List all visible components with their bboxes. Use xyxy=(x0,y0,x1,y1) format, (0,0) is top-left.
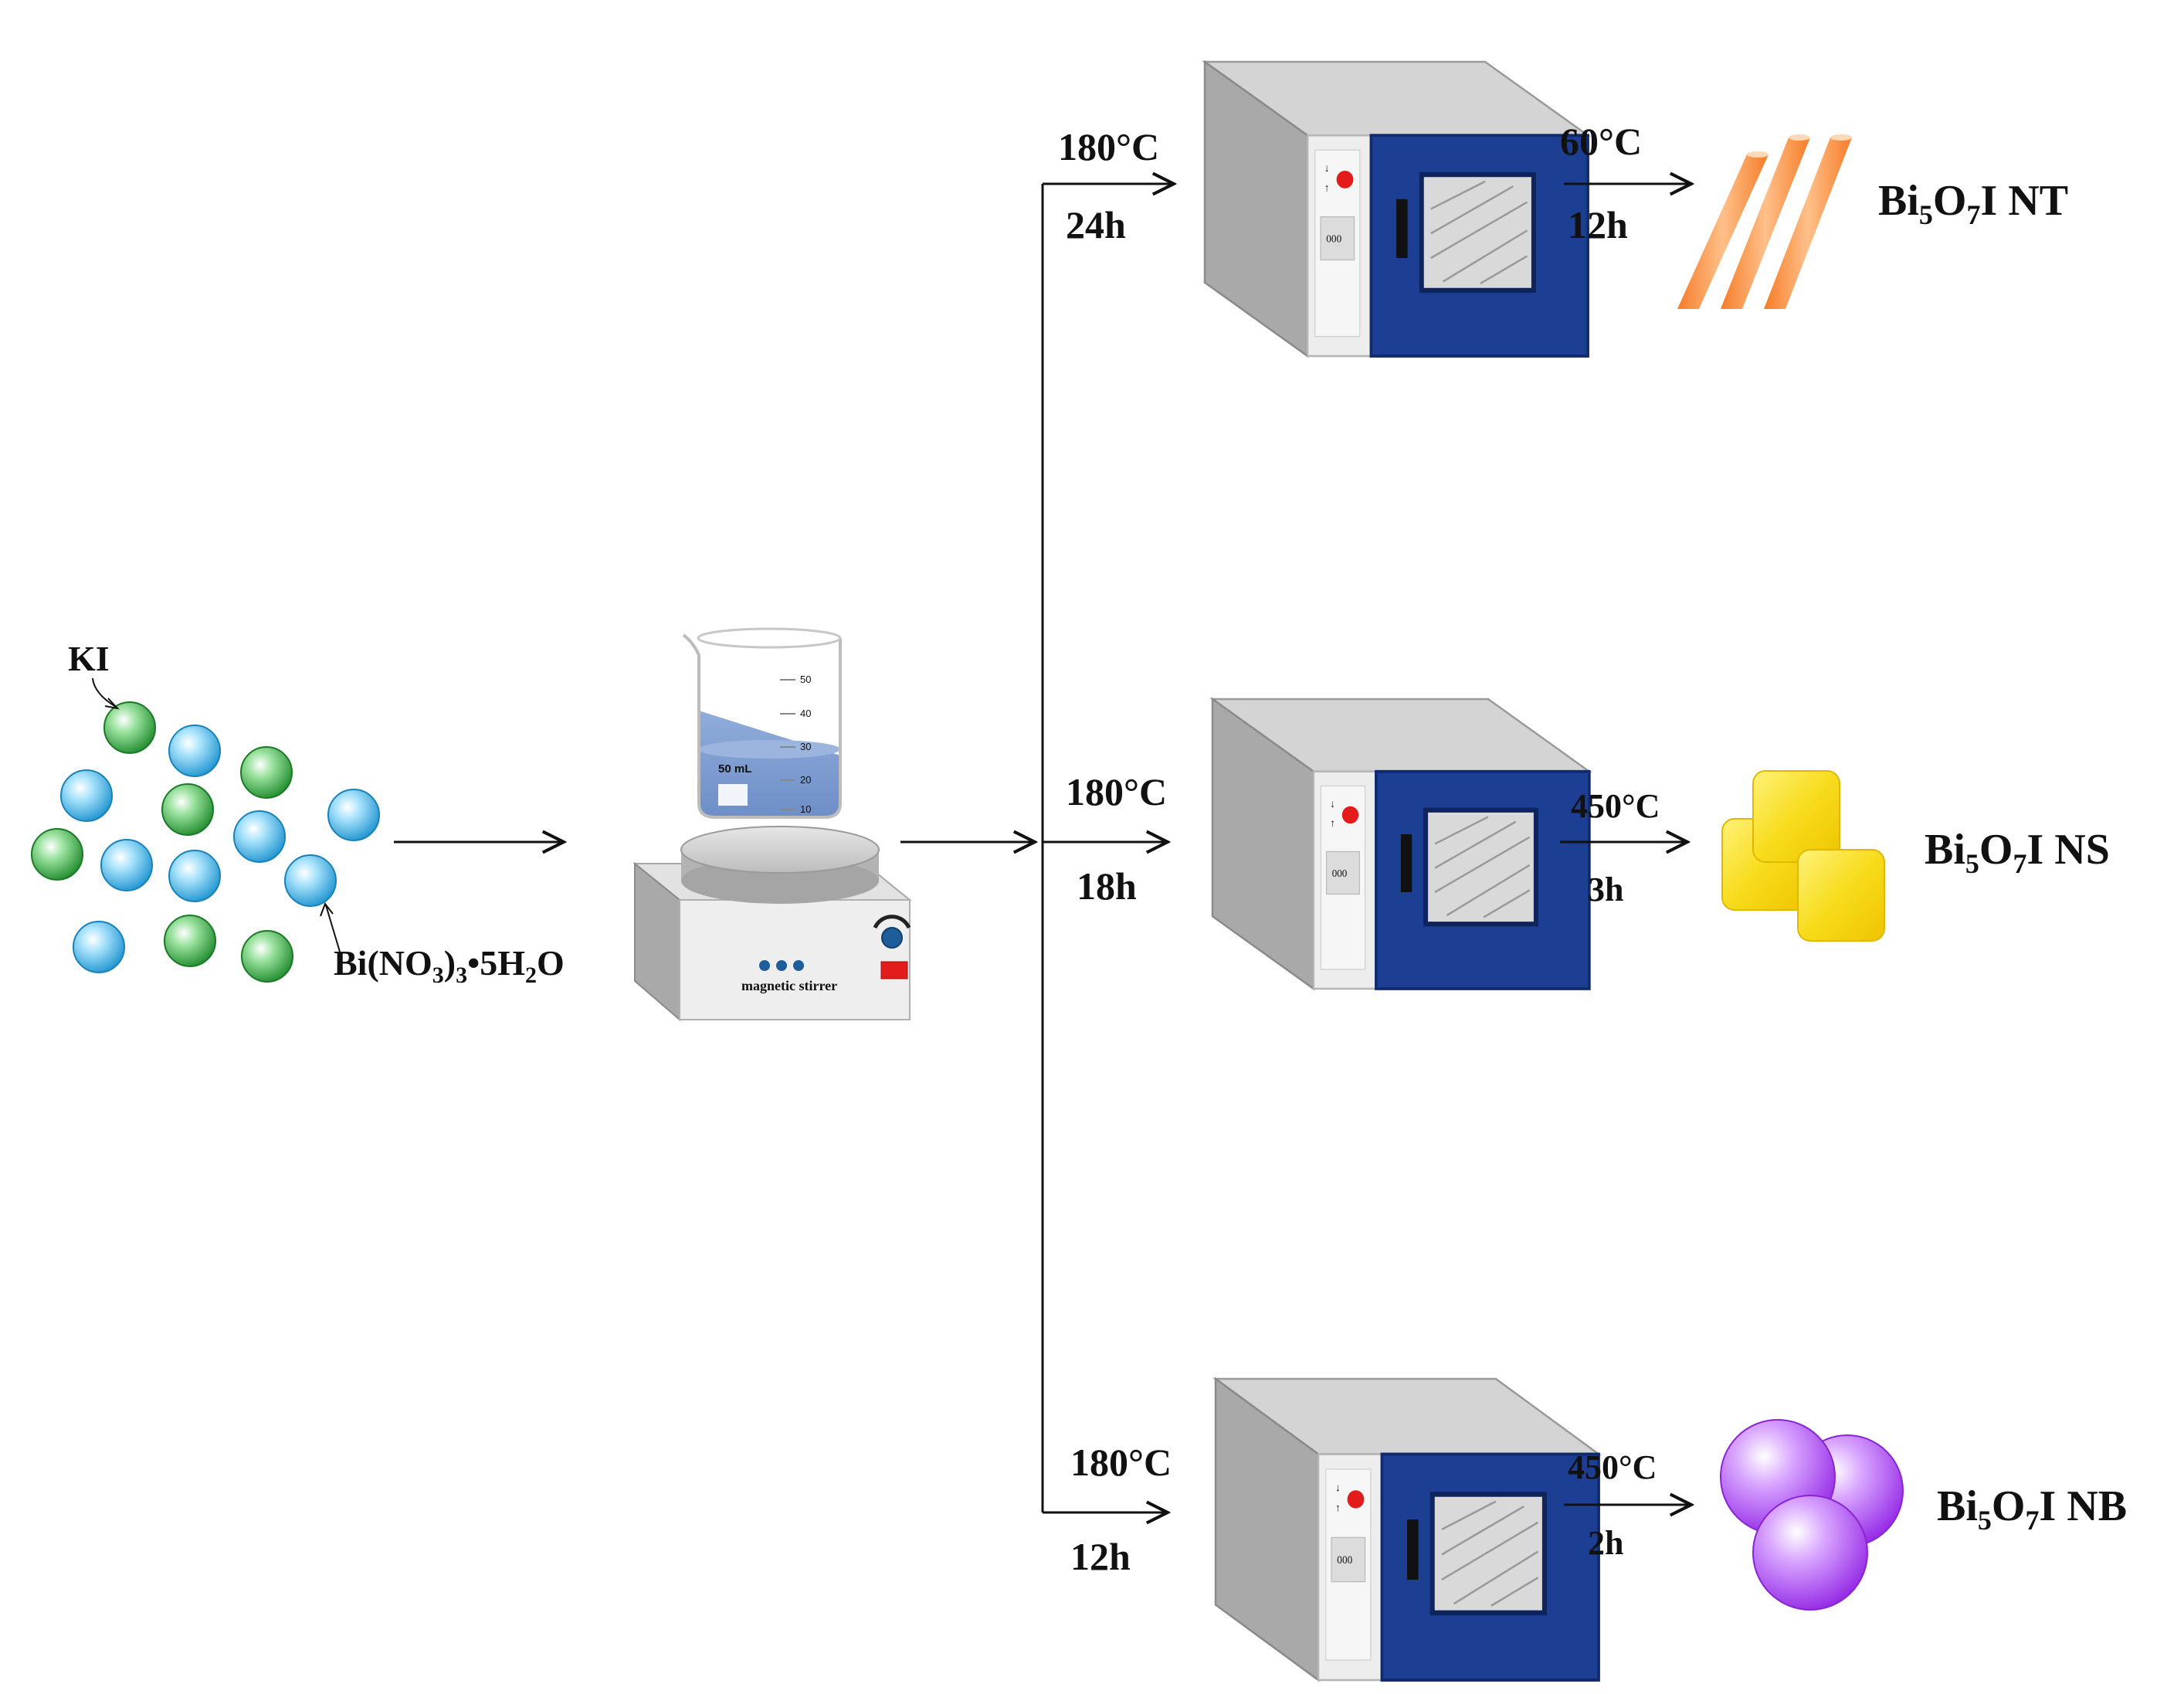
stirrer-dot xyxy=(776,960,787,971)
product-3-label: Bi5O7I NB xyxy=(1937,1482,2127,1536)
post-3-temp: 450°C xyxy=(1568,1448,1657,1486)
bi-sphere xyxy=(284,854,337,907)
bi-sphere xyxy=(100,839,153,891)
post-1-temp: 60°C xyxy=(1560,120,1642,163)
bi-sphere xyxy=(233,810,286,863)
stirrer-power-switch[interactable] xyxy=(880,961,908,979)
bi-pointer xyxy=(325,905,341,952)
branch-3-time: 12h xyxy=(1070,1535,1131,1578)
nanosheet-product xyxy=(1721,770,1885,942)
post-1-time: 12h xyxy=(1568,203,1628,246)
beaker-scale-mark: 30 xyxy=(800,741,811,752)
post-3-time: 2h xyxy=(1588,1524,1623,1562)
beaker: 50 mL 50 40 30 20 10 xyxy=(682,627,842,819)
stirrer-dot xyxy=(759,960,770,971)
reactant-spheres xyxy=(31,701,380,983)
ki-sphere xyxy=(31,828,83,881)
branch-1-temp: 180°C xyxy=(1058,125,1159,168)
branch-2-time: 18h xyxy=(1077,864,1137,908)
stirrer-plate xyxy=(680,826,880,874)
branch-1-time: 24h xyxy=(1066,203,1126,246)
bi-sphere xyxy=(60,769,113,822)
nanotube-product xyxy=(1677,134,1852,309)
stirrer-label: magnetic stirrer xyxy=(741,978,837,993)
stirrer-knob[interactable] xyxy=(881,927,903,949)
oven-3 xyxy=(1216,1379,1599,1680)
stirrer-knob-arc xyxy=(873,915,911,929)
beaker-scale-mark: 20 xyxy=(800,774,811,786)
ki-sphere xyxy=(161,783,214,836)
ki-sphere xyxy=(241,930,293,983)
bi-nitrate-label: Bi(NO3)3•5H2O xyxy=(334,943,565,988)
beaker-scale-mark: 40 xyxy=(800,708,811,719)
beaker-scale-mark: 50 xyxy=(800,674,811,685)
ki-sphere xyxy=(164,915,216,967)
ki-pointer xyxy=(92,677,117,708)
nanoball-product xyxy=(1720,1419,1904,1611)
bi-sphere xyxy=(168,725,221,777)
oven-1 xyxy=(1205,62,1588,356)
ki-sphere xyxy=(240,746,293,799)
product-1-label: Bi5O7I NT xyxy=(1878,177,2068,230)
beaker-volume-label: 50 mL xyxy=(718,762,751,776)
post-2-time: 3h xyxy=(1588,871,1623,908)
ki-label: KI xyxy=(68,639,110,678)
ki-sphere xyxy=(103,701,156,754)
stirrer-dot xyxy=(793,960,804,971)
branch-2-temp: 180°C xyxy=(1066,770,1167,813)
bi-sphere xyxy=(168,850,221,902)
beaker-scale-mark: 10 xyxy=(800,803,811,815)
oven-2 xyxy=(1212,699,1589,989)
magnetic-stirrer: magnetic stirrer xyxy=(632,826,912,1022)
post-2-temp: 450°C xyxy=(1571,787,1660,825)
bi-sphere xyxy=(73,921,125,973)
branch-3-temp: 180°C xyxy=(1070,1441,1172,1484)
bi-sphere xyxy=(327,789,380,841)
product-2-label: Bi5O7I NS xyxy=(1925,826,2110,879)
